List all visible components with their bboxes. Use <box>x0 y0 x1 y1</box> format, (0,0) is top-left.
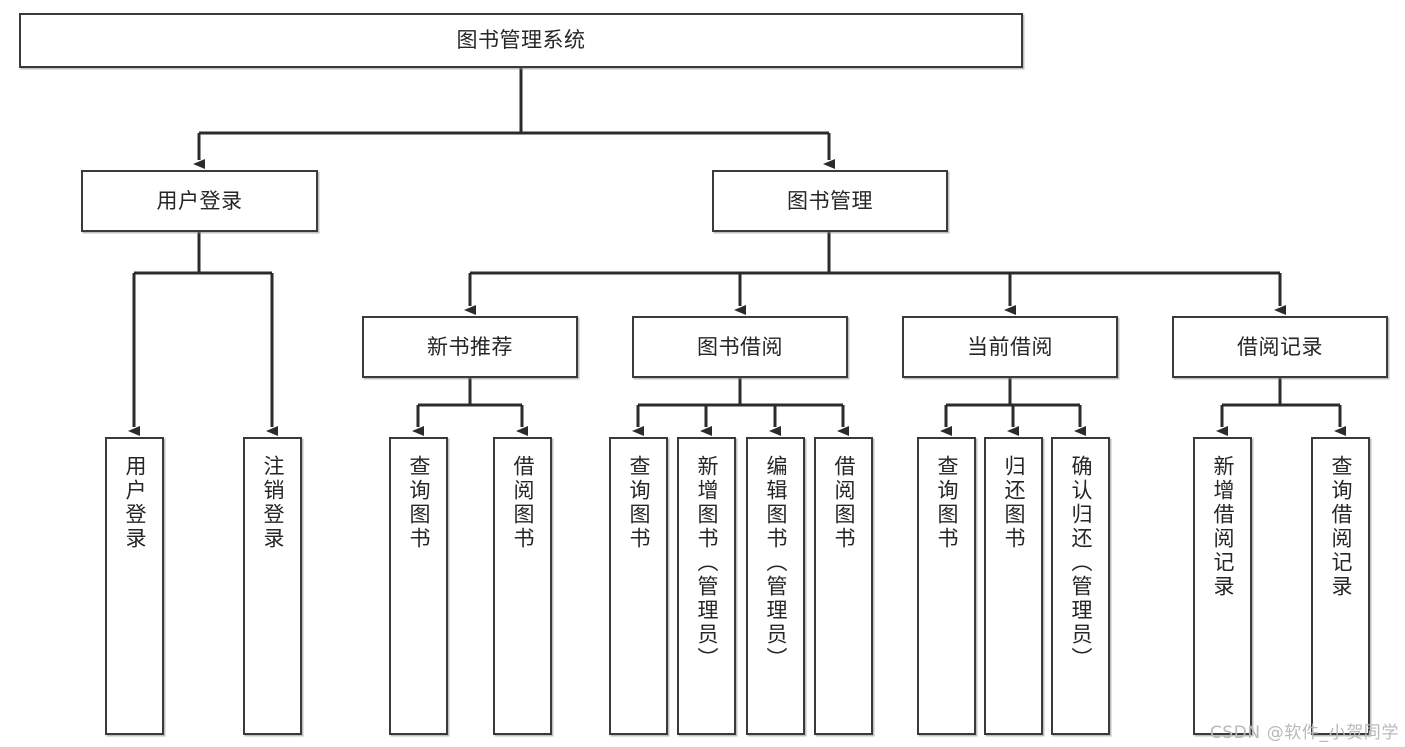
leaf-borrow-book-2[interactable]: 借阅图书 <box>814 437 873 735</box>
csdn-watermark: CSDN @软件_小贺同学 <box>1209 723 1399 743</box>
leaf-user-logout-label: 注销登录 <box>261 455 285 551</box>
leaf-query-book-1-label: 查询图书 <box>407 455 431 551</box>
leaf-user-login-label: 用户登录 <box>123 455 147 551</box>
leaf-query-book-2[interactable]: 查询图书 <box>609 437 668 735</box>
node-current-borrow[interactable]: 当前借阅 <box>902 316 1118 378</box>
node-book-borrow-label: 图书借阅 <box>697 334 783 359</box>
node-borrow-record[interactable]: 借阅记录 <box>1172 316 1388 378</box>
leaf-borrow-book-1-label: 借阅图书 <box>511 455 535 551</box>
leaf-query-book-3-label: 查询图书 <box>935 455 959 551</box>
leaf-edit-book[interactable]: 编辑图书（管理员） <box>746 437 805 735</box>
leaf-query-book-1[interactable]: 查询图书 <box>389 437 448 735</box>
leaf-return-book-label: 归还图书 <box>1002 455 1026 551</box>
node-new-book-recommend[interactable]: 新书推荐 <box>362 316 578 378</box>
leaf-return-book[interactable]: 归还图书 <box>984 437 1043 735</box>
leaf-query-book-2-label: 查询图书 <box>627 455 651 551</box>
leaf-add-book[interactable]: 新增图书（管理员） <box>677 437 736 735</box>
leaf-edit-book-label: 编辑图书（管理员） <box>764 455 788 671</box>
leaf-user-login[interactable]: 用户登录 <box>105 437 164 735</box>
node-user-login[interactable]: 用户登录 <box>81 170 318 232</box>
leaf-user-logout[interactable]: 注销登录 <box>243 437 302 735</box>
leaf-add-book-label: 新增图书（管理员） <box>695 455 719 671</box>
node-current-borrow-label: 当前借阅 <box>967 334 1053 359</box>
node-root[interactable]: 图书管理系统 <box>19 13 1023 68</box>
node-user-login-label: 用户登录 <box>156 188 243 213</box>
node-book-borrow[interactable]: 图书借阅 <box>632 316 848 378</box>
node-root-label: 图书管理系统 <box>456 28 586 53</box>
node-book-management-label: 图书管理 <box>787 188 873 213</box>
node-new-book-recommend-label: 新书推荐 <box>427 334 513 359</box>
leaf-query-record[interactable]: 查询借阅记录 <box>1311 437 1370 735</box>
leaf-query-book-3[interactable]: 查询图书 <box>917 437 976 735</box>
leaf-borrow-book-1[interactable]: 借阅图书 <box>493 437 552 735</box>
node-book-management[interactable]: 图书管理 <box>712 170 948 232</box>
leaf-borrow-book-2-label: 借阅图书 <box>832 455 856 551</box>
leaf-add-record[interactable]: 新增借阅记录 <box>1193 437 1252 735</box>
leaf-query-record-label: 查询借阅记录 <box>1329 455 1353 599</box>
leaf-add-record-label: 新增借阅记录 <box>1211 455 1235 599</box>
node-borrow-record-label: 借阅记录 <box>1237 334 1323 359</box>
leaf-confirm-return-label: 确认归还（管理员） <box>1069 455 1093 671</box>
leaf-confirm-return[interactable]: 确认归还（管理员） <box>1051 437 1110 735</box>
